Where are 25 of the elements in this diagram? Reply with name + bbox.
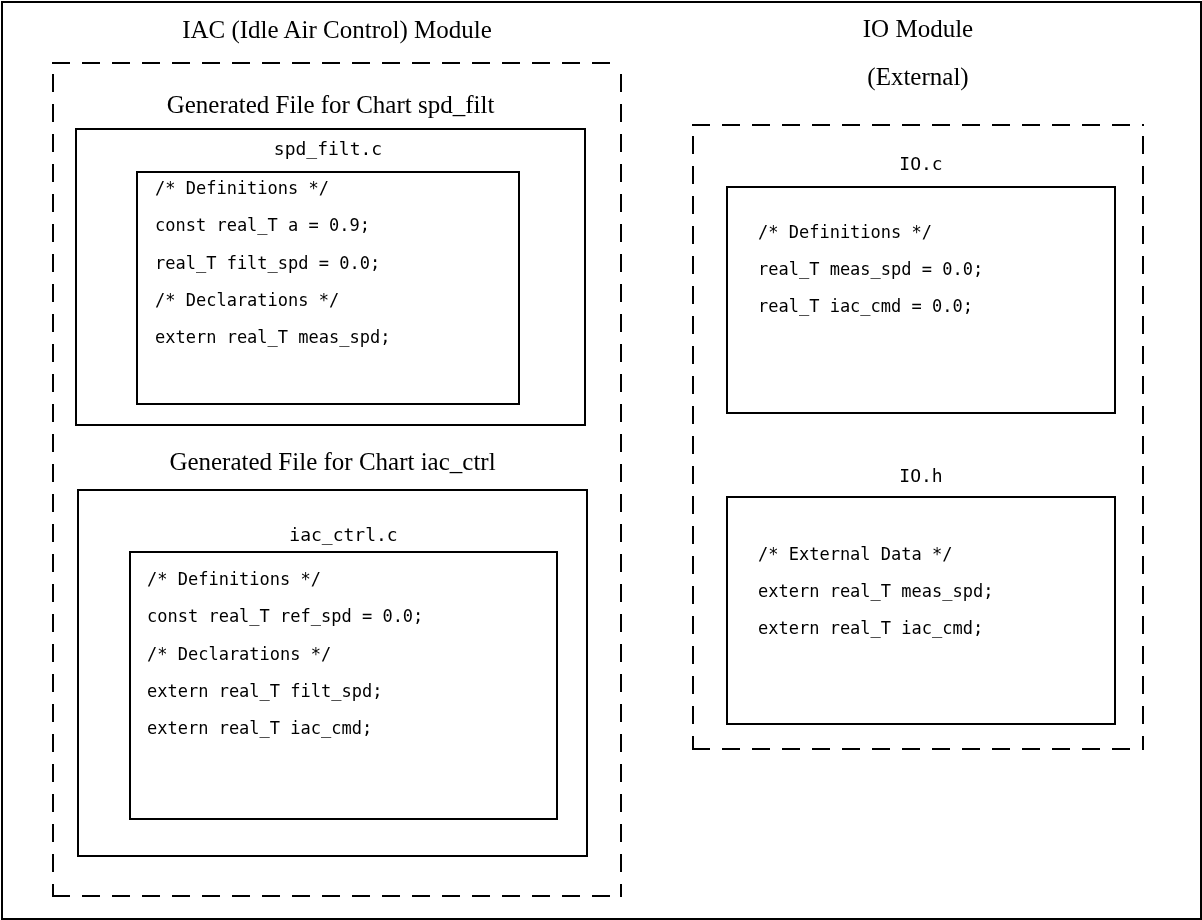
file-name: IO.h	[898, 464, 944, 488]
code-line: /* Declarations */	[155, 288, 340, 312]
module-title: (External)	[866, 62, 970, 92]
code-line: /* External Data */	[758, 543, 953, 566]
code-line: extern real_T meas_spd;	[155, 326, 391, 350]
group-title: Generated File for Chart iac_ctrl	[168, 447, 497, 477]
code-line: extern real_T iac_cmd;	[147, 717, 373, 741]
file-name: IO.c	[898, 152, 944, 176]
code-line: extern real_T meas_spd;	[758, 580, 994, 603]
code-line: extern real_T filt_spd;	[147, 679, 383, 703]
code-line: /* Definitions */	[147, 568, 321, 591]
code-line: real_T meas_spd = 0.0;	[758, 258, 984, 281]
group-title: Generated File for Chart spd_filt	[165, 90, 496, 120]
code-line: const real_T ref_spd = 0.0;	[147, 605, 424, 629]
code-line: const real_T a = 0.9;	[155, 214, 370, 238]
code-line: real_T iac_cmd = 0.0;	[758, 295, 973, 318]
code-line: /* Definitions */	[758, 221, 932, 244]
file-name: spd_filt.c	[272, 137, 384, 161]
module-title: IAC (Idle Air Control) Module	[181, 15, 493, 45]
code-line: real_T filt_spd = 0.0;	[155, 251, 381, 275]
code-line: /* Definitions */	[155, 177, 329, 200]
code-line: extern real_T iac_cmd;	[758, 617, 984, 640]
file-name: iac_ctrl.c	[288, 523, 399, 547]
module-title: IO Module	[861, 14, 975, 44]
code-line: /* Declarations */	[147, 642, 332, 666]
